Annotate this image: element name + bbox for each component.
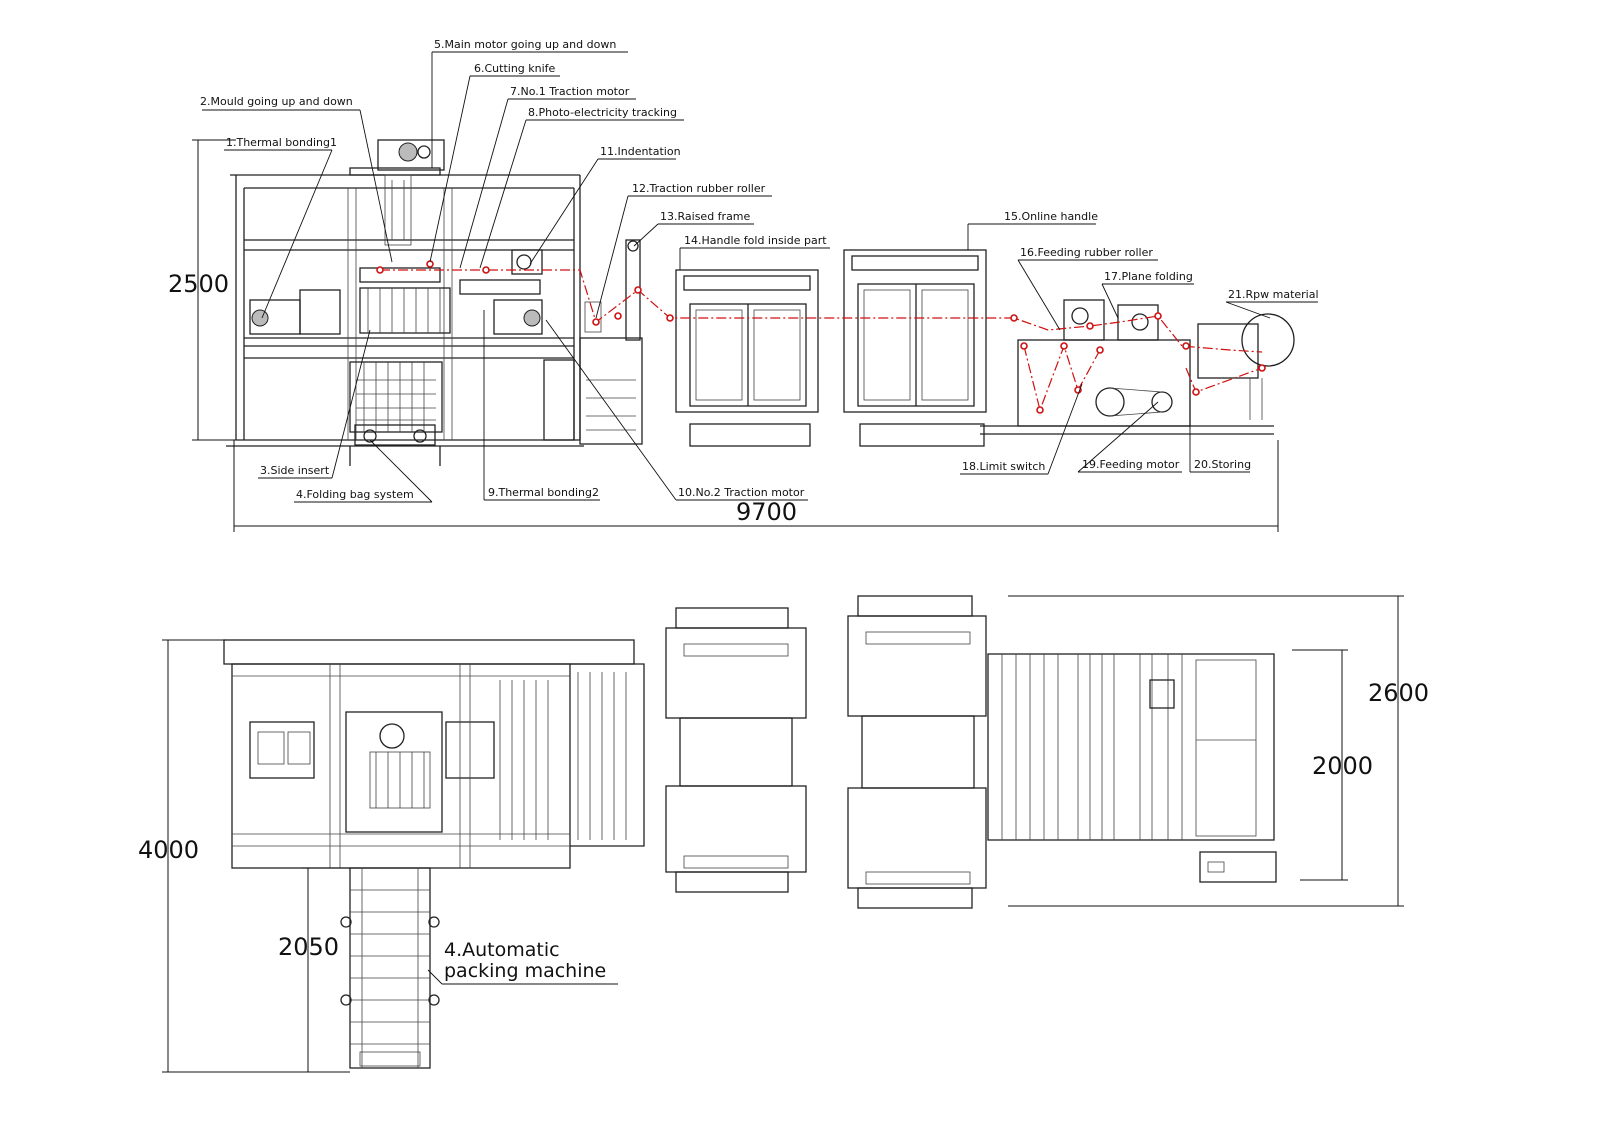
material-web-path	[376, 260, 1266, 414]
packing-machine-callout: 4.Automatic packing machine	[427, 939, 618, 985]
label-13: 13.Raised frame	[660, 210, 751, 223]
dimension-2600: 2600	[1008, 595, 1429, 907]
plan-view: 4000 2050 2600 2000 4.Automatic packing …	[138, 595, 1429, 1073]
online-handle-module-plan	[847, 595, 987, 909]
label-16: 16.Feeding rubber roller	[1020, 246, 1153, 259]
label-14: 14.Handle fold inside part	[684, 234, 827, 247]
label-11: 11.Indentation	[600, 145, 681, 158]
dimension-2050: 2050	[278, 867, 350, 1072]
dim-9700-text: 9700	[736, 498, 797, 526]
leader-lines	[202, 51, 1318, 503]
label-9: 9.Thermal bonding2	[488, 486, 599, 499]
dim-4000-text: 4000	[138, 836, 199, 864]
dimension-9700: 9700	[233, 440, 1279, 532]
label-20: 20.Storing	[1194, 458, 1251, 471]
main-machine-plan	[223, 639, 645, 869]
handle-fold-module	[675, 269, 819, 447]
dimension-2500: 2500	[168, 139, 236, 441]
label-1: 1.Thermal bonding1	[226, 136, 337, 149]
dim-2050-text: 2050	[278, 933, 339, 961]
packing-conveyor-plan	[340, 867, 440, 1069]
label-15: 15.Online handle	[1004, 210, 1098, 223]
feeding-unit	[980, 299, 1295, 435]
online-handle-module	[843, 249, 987, 447]
dimension-2000: 2000	[1292, 649, 1373, 881]
label-5: 5.Main motor going up and down	[434, 38, 616, 51]
label-6: 6.Cutting knife	[474, 62, 556, 75]
main-machine-frame	[226, 139, 643, 466]
dim-2600-text: 2600	[1368, 679, 1429, 707]
label-7: 7.No.1 Traction motor	[510, 85, 630, 98]
label-4: 4.Folding bag system	[296, 488, 414, 501]
dim-2500-text: 2500	[168, 270, 229, 298]
side-elevation-view: 2500 9700	[168, 38, 1319, 532]
handle-fold-module-plan	[665, 607, 807, 893]
dimension-4000: 4000	[138, 639, 350, 1073]
label-10: 10.No.2 Traction motor	[678, 486, 805, 499]
label-17: 17.Plane folding	[1104, 270, 1193, 283]
dim-2000-text: 2000	[1312, 752, 1373, 780]
label-2: 2.Mould going up and down	[200, 95, 353, 108]
feeding-unit-plan	[987, 653, 1277, 883]
label-18: 18.Limit switch	[962, 460, 1045, 473]
packing-machine-label-line1: 4.Automatic	[444, 939, 560, 961]
packing-machine-label-line2: packing machine	[444, 960, 606, 982]
label-3: 3.Side insert	[260, 464, 330, 477]
label-21: 21.Rpw material	[1228, 288, 1319, 301]
label-12: 12.Traction rubber roller	[632, 182, 766, 195]
label-19: 19.Feeding motor	[1082, 458, 1180, 471]
callout-labels: 5.Main motor going up and down 6.Cutting…	[200, 38, 1319, 501]
label-8: 8.Photo-electricity tracking	[528, 106, 677, 119]
